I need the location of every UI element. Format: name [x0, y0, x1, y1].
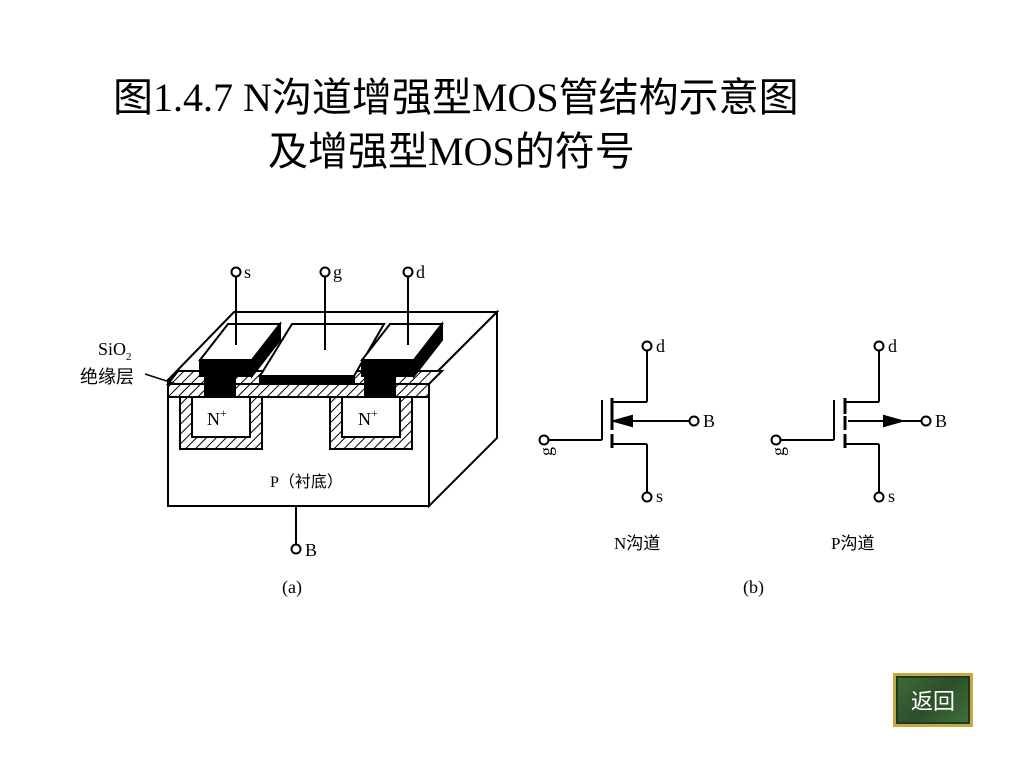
p-gate-terminal [770, 434, 782, 446]
mos-structure-diagram [144, 266, 500, 555]
title-line-1: 图1.4.7 N沟道增强型MOS管结构示意图 [113, 75, 799, 120]
n-label-s: s [656, 486, 663, 506]
p-drain-terminal [873, 340, 885, 352]
n-well-right-inner [341, 396, 401, 438]
label-insulator: 绝缘层 [80, 367, 134, 387]
source-terminal-circle [230, 266, 242, 278]
title-line-2: 及增强型MOS的符号 [268, 129, 635, 174]
p-label-b: B [935, 411, 947, 431]
n-channel-label: N沟道 [614, 534, 660, 553]
label-b: B [305, 540, 317, 560]
label-s: s [244, 262, 251, 282]
back-button[interactable]: 返回 [893, 673, 973, 727]
n-body-arrow [610, 414, 633, 428]
label-sio2: SiO2 [98, 339, 132, 363]
p-channel-symbol [770, 340, 932, 503]
caption-b: (b) [743, 577, 764, 598]
diagram-a-labels: s g d SiO2 绝缘层 N+ N+ P（衬底） B (a) [80, 262, 425, 598]
n-label-g: g [536, 447, 556, 456]
n-label-d: d [656, 336, 665, 356]
n-gate-terminal [538, 434, 550, 446]
n-label-b: B [703, 411, 715, 431]
n-channel-symbol [538, 340, 700, 503]
gate-terminal-circle [319, 266, 331, 278]
p-body-terminal [920, 415, 932, 427]
p-body-arrow [883, 414, 906, 428]
source-electrode-front [199, 359, 253, 377]
gate-electrode-front [259, 375, 355, 385]
p-channel-label: P沟道 [831, 534, 874, 553]
caption-a: (a) [282, 577, 302, 598]
substrate-right-face [428, 309, 498, 509]
label-n-left: N+ [207, 406, 227, 429]
p-label-s: s [888, 486, 895, 506]
label-substrate: P（衬底） [270, 473, 343, 491]
insulator-leader [144, 373, 177, 385]
p-source-terminal [873, 491, 885, 503]
p-label-g: g [768, 447, 788, 456]
n-drain-terminal [641, 340, 653, 352]
drain-terminal-circle [402, 266, 414, 278]
drain-contact [364, 373, 396, 397]
drain-electrode-front [361, 359, 415, 377]
label-g: g [333, 262, 342, 282]
source-contact [204, 373, 236, 397]
n-source-terminal [641, 491, 653, 503]
body-terminal-circle [290, 543, 302, 555]
diagram-b-labels: d B s g N沟道 d B s g P沟道 (b) [536, 336, 947, 598]
p-label-d: d [888, 336, 897, 356]
label-n-right: N+ [358, 406, 378, 429]
label-d: d [416, 262, 425, 282]
n-body-terminal [688, 415, 700, 427]
